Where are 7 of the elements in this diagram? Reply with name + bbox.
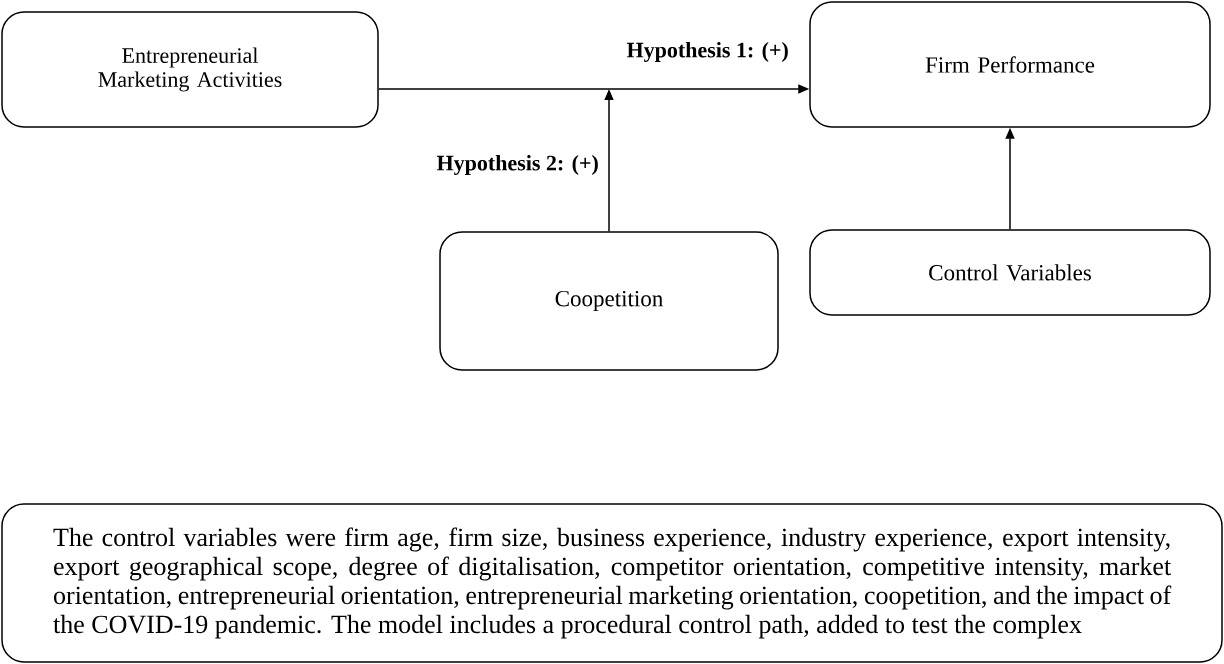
- edge-label: Hypothesis 1: (+): [626, 42, 788, 62]
- variable-box: Coopetition: [439, 231, 779, 371]
- variable-box: Control Variables: [809, 229, 1211, 316]
- edge-label: Hypothesis 2: (+): [436, 155, 598, 175]
- note-box: The control variables were firm age, firm size, business experience, industry experience, export intensity, export geographical scope, degree of digitalisation, competitor orientation, competitive intensity, market orientation, entrepreneurial orientation, entrepreneurial marketing orientation, coopetition, and the impact of the COVID-19 pandemic. The model includes a procedural control path, added to test the complex: [1, 503, 1223, 663]
- variable-box: Firm Performance: [809, 1, 1211, 128]
- variable-box: Entrepreneurial Marketing Activities: [1, 11, 379, 128]
